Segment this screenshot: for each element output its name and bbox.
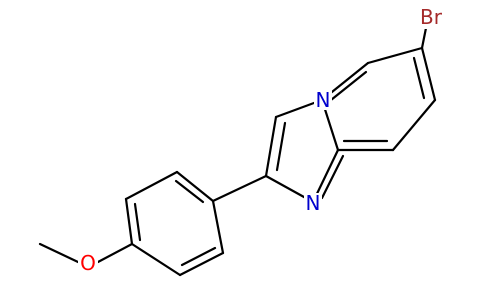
bond-n1-c8a-inner (320, 154, 345, 200)
bond-ph-c6-c1 (211, 199, 225, 255)
bond-c2-phenyl (211, 174, 268, 203)
bond-ph-c1-c2 (175, 170, 215, 203)
bonds (38, 16, 437, 277)
bridgehead-nitrogen-label: N (316, 88, 331, 112)
bond-ph-c5-c6 (178, 251, 225, 277)
bond-ph-c5-c6-inner (180, 246, 217, 267)
oxygen-label: O (80, 251, 96, 275)
bond-ph-c3-c4 (124, 197, 134, 246)
bond-ph-c3-c4-inner (133, 202, 142, 242)
bond-c4-o (96, 242, 134, 264)
bond-ph-c2-c3 (124, 170, 179, 201)
imine-nitrogen-label: N (306, 191, 321, 215)
bond-c7-c8 (391, 98, 437, 152)
bond-c6-c7 (420, 46, 437, 102)
bond-ph-c4-c5 (130, 242, 182, 277)
bond-n4-c5-inner (329, 70, 368, 102)
bond-c3-c2-inner (275, 121, 287, 172)
atom-labels: Br N N O (78, 5, 448, 275)
bond-c5-c6 (366, 46, 424, 65)
bromine-label: Br (420, 5, 443, 29)
bond-o-ch3 (38, 242, 80, 264)
bond-ph-c1-c2-inner (174, 179, 205, 204)
bond-c6-c7-inner (412, 56, 426, 100)
bond-c3-c2 (264, 115, 278, 178)
